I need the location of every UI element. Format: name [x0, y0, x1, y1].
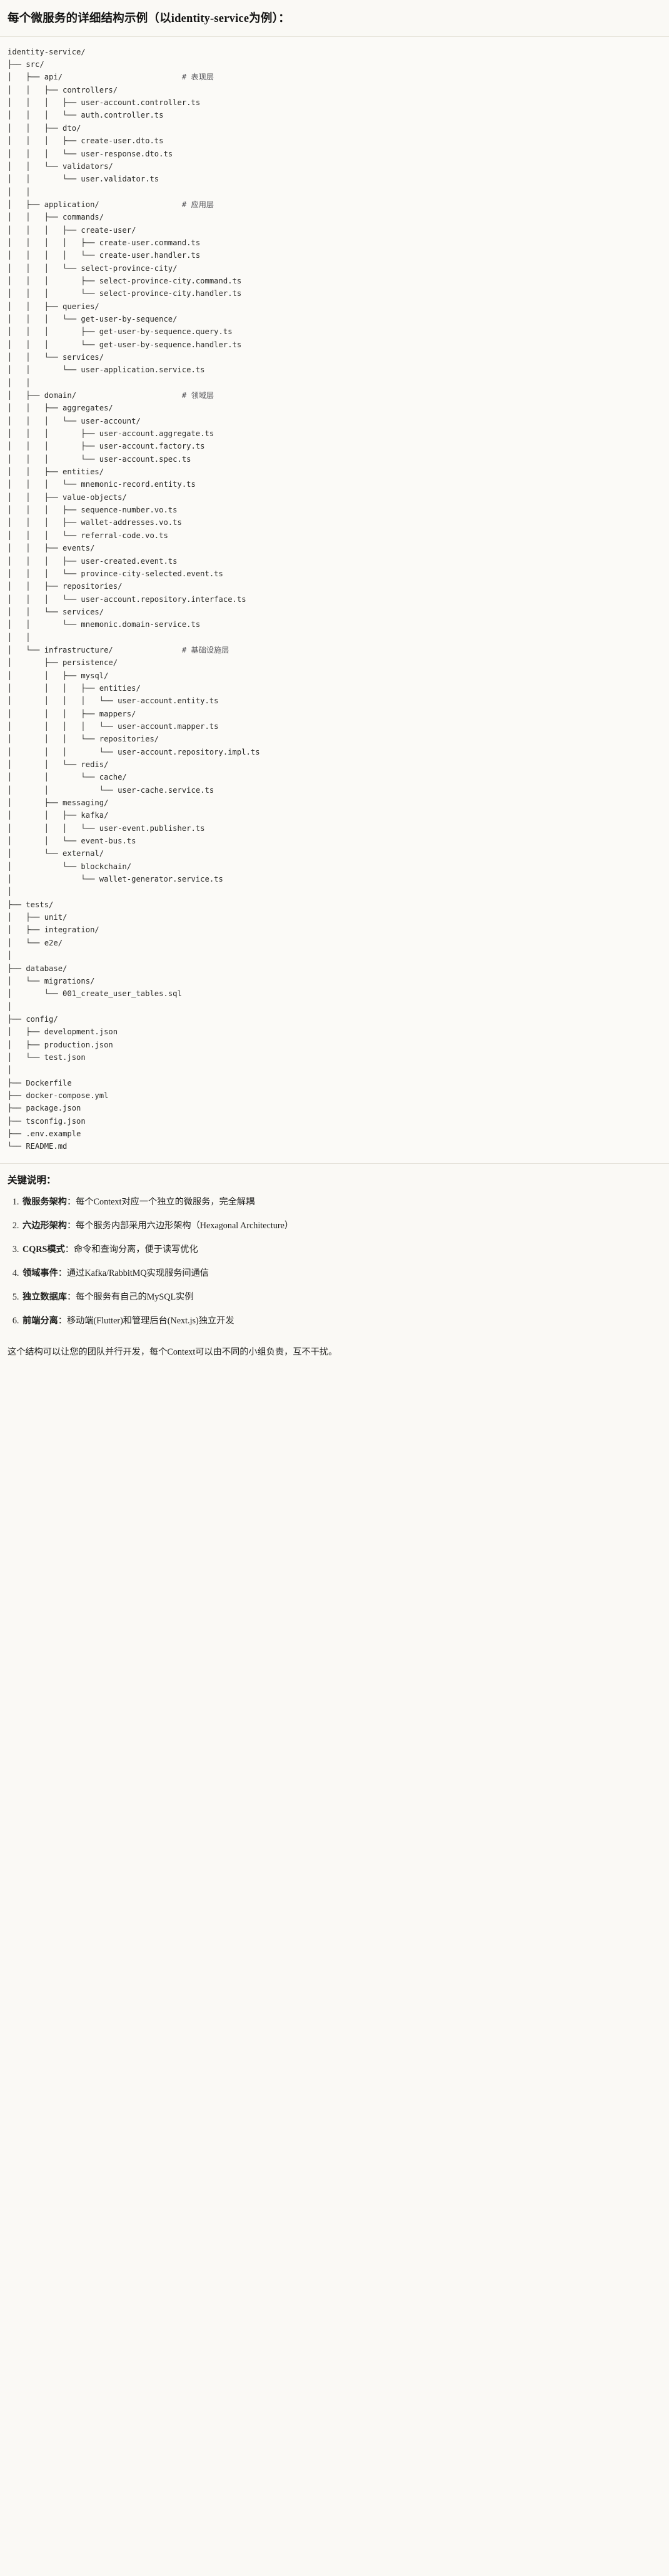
key-point-item: 独立数据库：每个服务有自己的MySQL实例 [21, 1290, 661, 1304]
tree-layer-comment: # 应用层 [181, 200, 214, 209]
key-point-term: CQRS模式 [23, 1244, 65, 1255]
key-point-separator: ： [66, 1220, 76, 1231]
key-point-description: 每个Context对应一个独立的微服务，完全解耦 [76, 1196, 255, 1207]
key-points-title: 关键说明： [8, 1174, 56, 1186]
key-point-description: 每个服务内部采用六边形架构（Hexagonal Architecture） [76, 1220, 294, 1231]
key-point-description: 通过Kafka/RabbitMQ实现服务间通信 [66, 1268, 209, 1278]
key-point-separator: ： [58, 1315, 67, 1326]
directory-tree-block: identity-service/ ├── src/ │ ├── api/ # … [0, 36, 669, 1164]
key-point-description: 移动端(Flutter)和管理后台(Next.js)独立开发 [66, 1315, 234, 1326]
key-point-separator: ： [66, 1291, 76, 1302]
key-point-term: 前端分离 [23, 1315, 58, 1326]
key-point-description: 命令和查询分离，便于读写优化 [74, 1244, 198, 1255]
document-page: 每个微服务的详细结构示例（以identity-service为例）： ident… [0, 0, 669, 1368]
tree-layer-comment: # 领域层 [181, 391, 214, 400]
directory-tree: identity-service/ ├── src/ │ ├── api/ # … [8, 47, 260, 1151]
key-point-item: 前端分离：移动端(Flutter)和管理后台(Next.js)独立开发 [21, 1314, 661, 1328]
key-point-item: 六边形架构：每个服务内部采用六边形架构（Hexagonal Architectu… [21, 1219, 661, 1233]
page-title: 每个微服务的详细结构示例（以identity-service为例）： [0, 0, 669, 37]
closing-paragraph: 这个结构可以让您的团队并行开发，每个Context可以由不同的小组负责，互不干扰… [8, 1347, 338, 1357]
key-point-description: 每个服务有自己的MySQL实例 [76, 1291, 194, 1302]
key-point-separator: ： [66, 1196, 76, 1207]
key-point-term: 微服务架构 [23, 1196, 67, 1207]
key-point-term: 六边形架构 [23, 1220, 67, 1231]
key-point-term: 领域事件 [23, 1268, 58, 1278]
key-points-section: 关键说明： 微服务架构：每个Context对应一个独立的微服务，完全解耦六边形架… [0, 1164, 669, 1341]
key-point-item: CQRS模式：命令和查询分离，便于读写优化 [21, 1243, 661, 1256]
key-points-list: 微服务架构：每个Context对应一个独立的微服务，完全解耦六边形架构：每个服务… [8, 1195, 661, 1328]
tree-layer-comment: # 表现层 [181, 73, 214, 82]
tree-layer-comment: # 基础设施层 [181, 645, 229, 654]
key-point-separator: ： [64, 1244, 74, 1255]
key-point-term: 独立数据库 [23, 1291, 67, 1302]
key-point-item: 微服务架构：每个Context对应一个独立的微服务，完全解耦 [21, 1195, 661, 1209]
key-point-separator: ： [58, 1268, 67, 1278]
key-point-item: 领域事件：通过Kafka/RabbitMQ实现服务间通信 [21, 1266, 661, 1280]
